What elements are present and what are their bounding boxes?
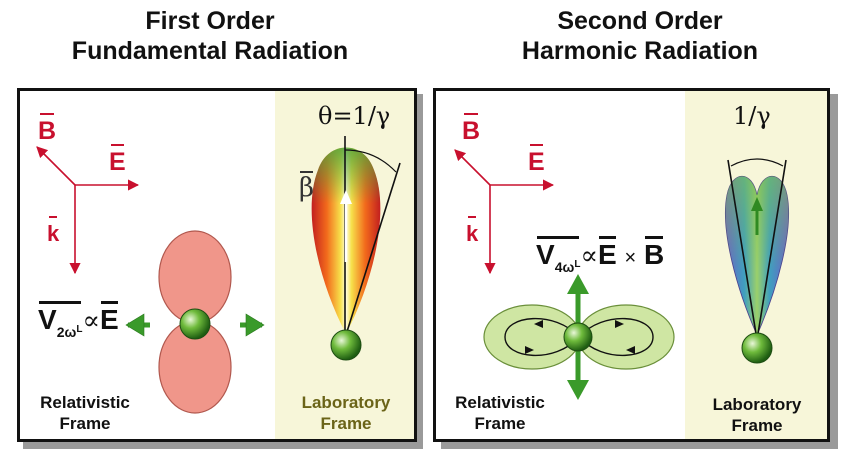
left-formula-prop: ∝	[82, 306, 101, 336]
left-b-label: B	[38, 113, 57, 145]
left-relativistic-line1: Relativistic	[40, 393, 130, 412]
left-beta-arrow	[340, 190, 352, 204]
right-relativistic-label: Relativistic Frame	[440, 392, 560, 434]
left-laboratory-label: Laboratory Frame	[282, 392, 410, 434]
left-formula-v: V2ωL	[38, 301, 82, 347]
left-oscillation-arrow	[125, 313, 265, 337]
right-relativistic-line1: Relativistic	[455, 393, 545, 412]
left-k-label: k	[47, 216, 60, 246]
right-lab-angle-arc	[730, 158, 784, 167]
right-lab-left-line	[727, 159, 758, 341]
right-formula: V4ωL∝E × B	[536, 236, 665, 282]
left-laboratory-line2: Frame	[320, 414, 372, 433]
left-formula: V2ωL∝E	[38, 301, 119, 347]
right-angle-label: 1/γ	[733, 102, 771, 130]
right-electron-ball	[563, 322, 593, 352]
right-k-label: k	[466, 216, 479, 246]
left-angle-label: θ=1/γ	[318, 102, 391, 130]
right-b-axis	[454, 149, 491, 186]
left-title: First Order Fundamental Radiation	[40, 6, 380, 66]
left-title-line2: Fundamental Radiation	[71, 37, 349, 65]
left-lab-electron-ball	[330, 329, 362, 361]
right-formula-v: V4ωL	[536, 236, 580, 282]
right-laboratory-label: Laboratory Frame	[693, 394, 821, 436]
left-relativistic-label: Relativistic Frame	[25, 392, 145, 434]
left-dipole-lobes	[158, 230, 232, 414]
left-lab-angle-line	[344, 162, 401, 339]
right-formula-times: ×	[624, 247, 637, 269]
right-relativistic-line2: Frame	[474, 414, 526, 433]
right-direction-arrow	[751, 197, 763, 211]
right-formula-b: B	[643, 236, 665, 270]
right-title-line2: Harmonic Radiation	[521, 37, 759, 65]
right-e-label: E	[528, 144, 545, 176]
right-laboratory-line2: Frame	[731, 416, 783, 435]
right-lab-electron-ball	[741, 332, 773, 364]
left-lab-angle-arc	[344, 149, 397, 173]
right-title: Second Order Harmonic Radiation	[470, 6, 810, 66]
left-relativistic-line2: Frame	[59, 414, 111, 433]
right-axes	[454, 149, 555, 275]
right-formula-e: E	[598, 236, 617, 270]
left-b-axis	[36, 146, 76, 186]
right-b-label: B	[462, 113, 481, 145]
left-lab-cone	[311, 136, 401, 339]
right-formula-prop: ∝	[580, 241, 599, 271]
left-title-line1: First Order	[145, 7, 275, 35]
right-lab-cone	[724, 158, 790, 341]
left-beta-label: β	[299, 171, 315, 203]
left-axes	[36, 146, 140, 275]
left-laboratory-line1: Laboratory	[301, 393, 391, 412]
right-harmonic-lobes	[483, 304, 675, 370]
left-formula-e: E	[100, 301, 119, 335]
left-e-label: E	[109, 144, 126, 176]
left-electron-ball	[179, 308, 211, 340]
right-laboratory-line1: Laboratory	[712, 395, 802, 414]
right-lab-right-line	[756, 159, 787, 341]
right-title-line1: Second Order	[557, 7, 723, 35]
